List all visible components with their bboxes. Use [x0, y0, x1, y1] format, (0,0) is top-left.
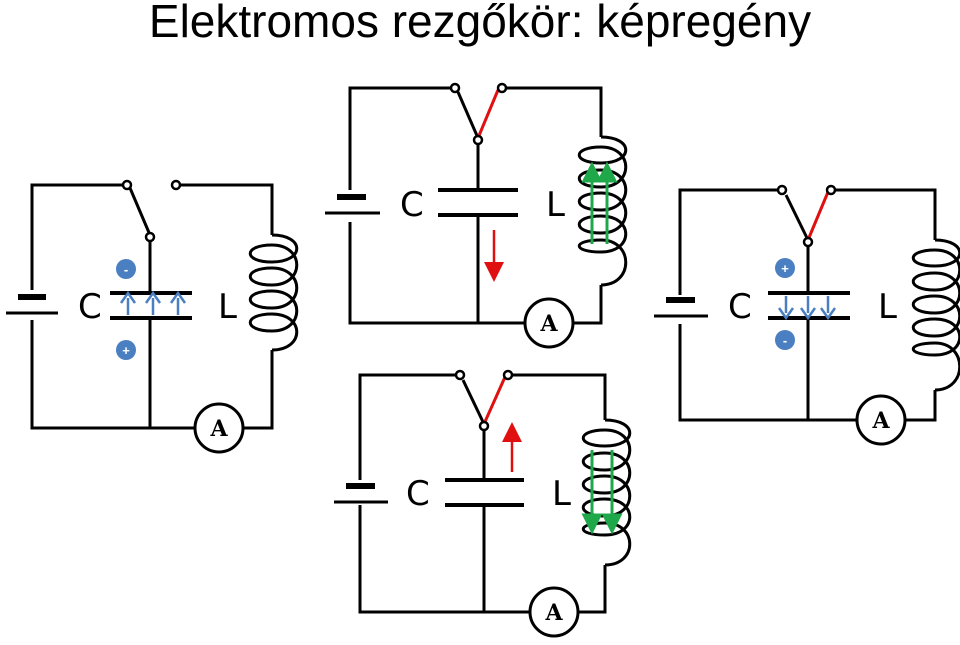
charge-label: -	[124, 262, 128, 277]
ammeter-label: A	[539, 311, 558, 337]
charge-label: +	[781, 261, 789, 276]
ammeter-label: A	[209, 416, 228, 442]
capacitor-label: C	[400, 185, 424, 225]
circuit-panel-4	[334, 369, 632, 638]
circuit-panel-2	[325, 82, 628, 349]
inductor-label: L	[552, 474, 571, 514]
charge-label: -	[783, 333, 787, 348]
charge-label: +	[122, 343, 130, 358]
inductor-label: L	[546, 185, 565, 225]
capacitor-label: C	[406, 474, 430, 514]
field-arrows	[119, 290, 187, 315]
circuit-panel-1	[6, 179, 299, 454]
capacitor-label: C	[728, 287, 752, 327]
circuit-panel-3	[654, 184, 960, 446]
capacitor-label: C	[78, 287, 102, 327]
inductor-label: L	[878, 287, 897, 327]
page-title: Elektromos rezgőkör: képregény	[148, 0, 812, 47]
inductor-label: L	[218, 287, 237, 327]
ammeter-label: A	[544, 600, 563, 626]
ammeter-label: A	[871, 408, 890, 434]
